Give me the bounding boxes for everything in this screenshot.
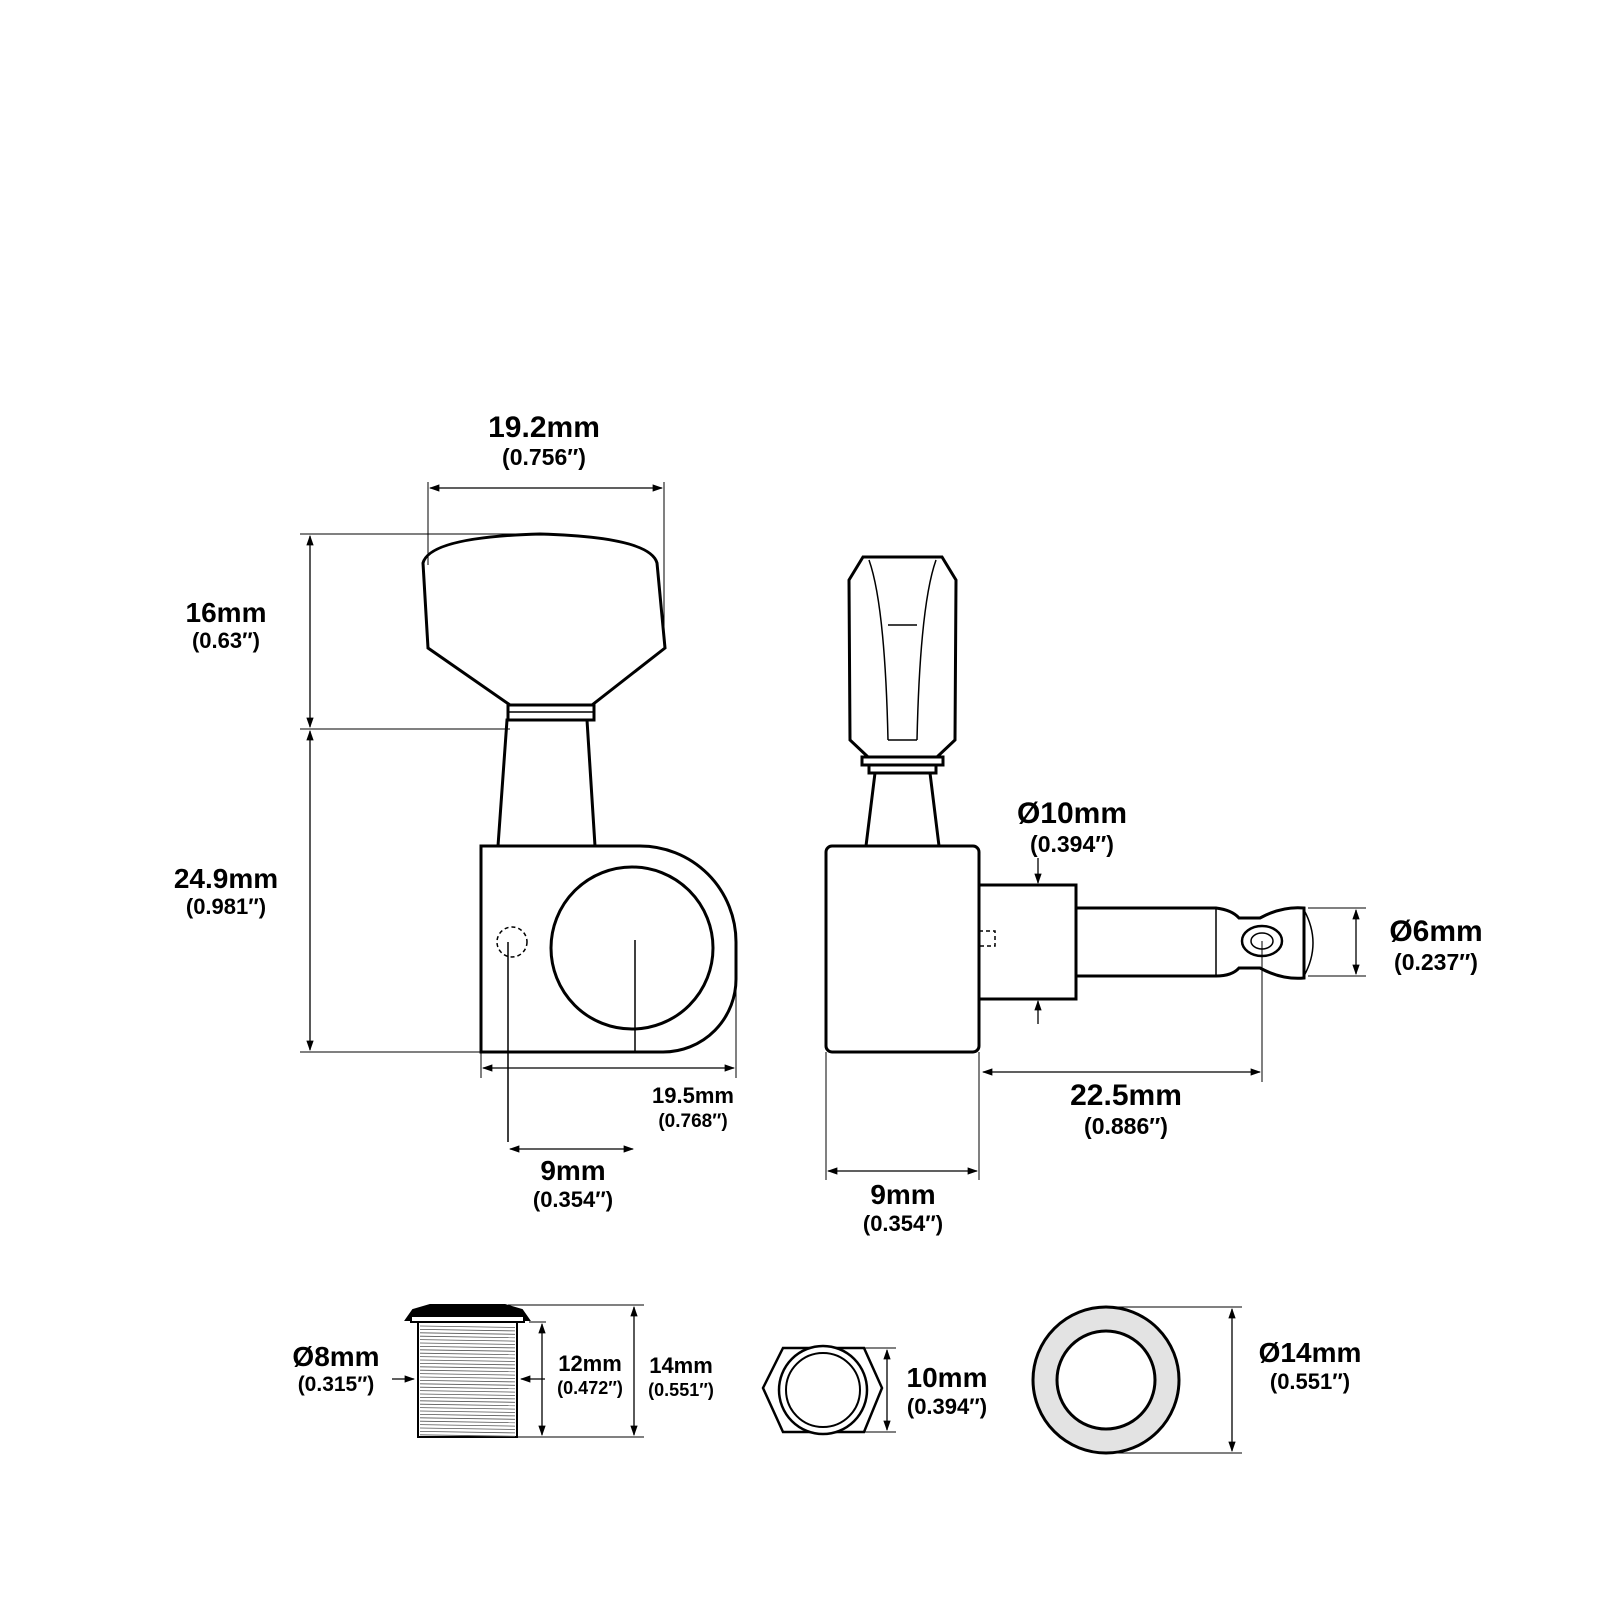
thread-line bbox=[419, 1342, 516, 1345]
thread-line bbox=[419, 1349, 516, 1352]
thread-line bbox=[419, 1400, 516, 1403]
thread-line bbox=[419, 1414, 516, 1417]
washer-dia-inch: (0.551″) bbox=[1270, 1369, 1350, 1394]
bushing-total-mm: 14mm bbox=[649, 1353, 713, 1378]
thread-line bbox=[419, 1369, 516, 1373]
thread-line bbox=[419, 1373, 516, 1376]
hex-nut-mm: 10mm bbox=[907, 1362, 988, 1393]
thread-line bbox=[419, 1325, 516, 1328]
side-housing bbox=[824, 844, 981, 1054]
post-dia-mm: Ø6mm bbox=[1389, 915, 1482, 948]
side-bushing bbox=[977, 883, 1078, 1001]
post-dia-inch: (0.237″) bbox=[1394, 949, 1478, 975]
hex-nut-inch: (0.394″) bbox=[907, 1394, 987, 1419]
hex-nut-inner-ring bbox=[785, 1352, 861, 1428]
washer-part: Ø14mm (0.551″) bbox=[1031, 1305, 1362, 1455]
bushing-dia-inch: (0.315″) bbox=[298, 1373, 375, 1396]
washer-hole bbox=[1055, 1329, 1157, 1431]
body-width-inch: (0.768″) bbox=[658, 1111, 727, 1132]
post-offset-mm: 9mm bbox=[540, 1155, 605, 1186]
side-shaft bbox=[864, 771, 941, 848]
bushing-post-dia-mm: Ø10mm bbox=[1017, 797, 1127, 830]
hex-nut-part: 10mm (0.394″) bbox=[761, 1344, 988, 1436]
thread-line bbox=[419, 1403, 516, 1407]
string-post bbox=[1074, 906, 1306, 980]
side-view: Ø10mm (0.394″) Ø6mm (0.237″) 22.5mm (0.8… bbox=[824, 555, 1483, 1236]
bushing-thread-inch: (0.472″) bbox=[557, 1378, 623, 1398]
thread-line bbox=[419, 1329, 516, 1332]
gear-cover bbox=[549, 865, 715, 1031]
bushing-post-dia-inch: (0.394″) bbox=[1030, 831, 1114, 857]
bushing-part: Ø8mm (0.315″) 12mm (0.472″) 14mm (0.551″… bbox=[292, 1304, 714, 1438]
thread-line bbox=[419, 1383, 516, 1386]
thread-line bbox=[419, 1376, 516, 1379]
button-height-inch: (0.63″) bbox=[192, 628, 260, 653]
button-side bbox=[847, 555, 958, 759]
post-offset-inch: (0.354″) bbox=[533, 1187, 613, 1212]
button-height-mm: 16mm bbox=[186, 597, 267, 628]
bushing-dia-mm: Ø8mm bbox=[292, 1341, 379, 1372]
washer-dia-mm: Ø14mm bbox=[1259, 1337, 1362, 1368]
thread-line bbox=[419, 1352, 516, 1356]
thread-line bbox=[419, 1424, 516, 1427]
front-view: 19.2mm (0.756″) 16mm (0.63″) 24.9mm (0.9… bbox=[174, 411, 738, 1212]
thread-line bbox=[419, 1386, 516, 1390]
thread-line bbox=[419, 1417, 516, 1420]
thread-line bbox=[419, 1390, 516, 1393]
side-depth-mm: 9mm bbox=[870, 1179, 935, 1210]
button-width-inch: (0.756″) bbox=[502, 444, 586, 470]
thread-line bbox=[419, 1420, 516, 1424]
side-depth-inch: (0.354″) bbox=[863, 1211, 943, 1236]
thread-line bbox=[419, 1427, 516, 1430]
thread-line bbox=[419, 1359, 516, 1362]
bushing-thread-lines bbox=[419, 1325, 516, 1437]
thread-line bbox=[419, 1397, 516, 1400]
tuner-shaft bbox=[496, 718, 597, 848]
thread-line bbox=[419, 1407, 516, 1410]
thread-line bbox=[419, 1434, 516, 1437]
screw-hole-dashed bbox=[496, 926, 528, 958]
bushing-total-inch: (0.551″) bbox=[648, 1380, 714, 1400]
thread-line bbox=[419, 1332, 516, 1335]
tuner-button bbox=[421, 532, 667, 707]
thread-line bbox=[419, 1335, 516, 1339]
thread-line bbox=[419, 1380, 516, 1383]
thread-line bbox=[419, 1356, 516, 1359]
thread-line bbox=[419, 1393, 516, 1396]
body-width-mm: 19.5mm bbox=[652, 1083, 734, 1108]
thread-line bbox=[419, 1366, 516, 1369]
bushing-thread-mm: 12mm bbox=[558, 1351, 622, 1376]
thread-line bbox=[419, 1346, 516, 1349]
body-height-inch: (0.981″) bbox=[186, 894, 266, 919]
thread-line bbox=[419, 1431, 516, 1434]
thread-line bbox=[419, 1339, 516, 1342]
post-length-mm: 22.5mm bbox=[1070, 1079, 1182, 1112]
thread-line bbox=[419, 1410, 516, 1413]
post-length-inch: (0.886″) bbox=[1084, 1113, 1168, 1139]
thread-line bbox=[419, 1363, 516, 1366]
body-height-mm: 24.9mm bbox=[174, 863, 278, 894]
bushing-thread bbox=[417, 1321, 518, 1438]
button-width-mm: 19.2mm bbox=[488, 411, 600, 444]
